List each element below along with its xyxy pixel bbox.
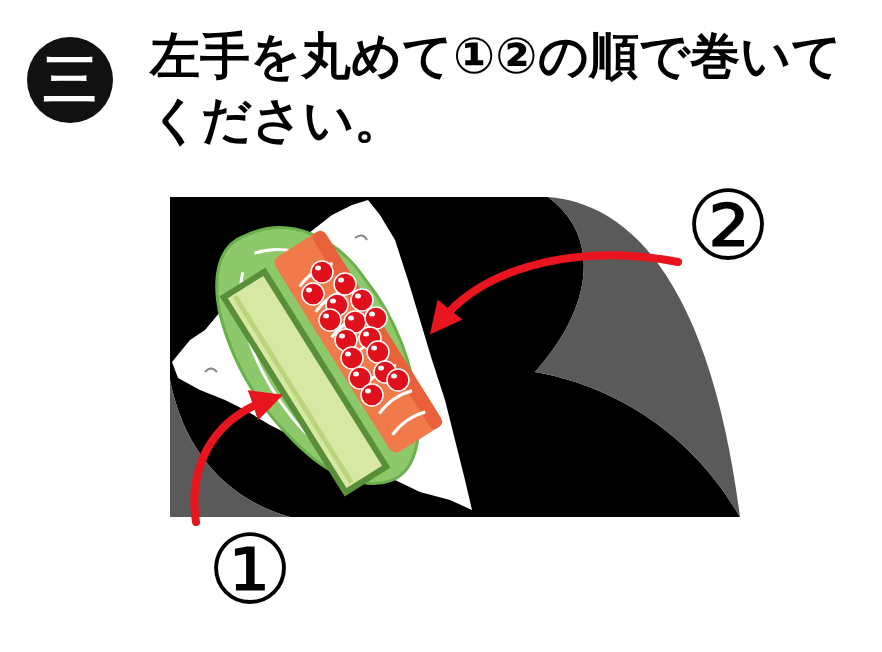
roll-arrow (440, 255, 678, 322)
step-badge: 三 (28, 38, 112, 122)
callout-number: ① (190, 522, 310, 618)
salmon (272, 229, 445, 456)
instruction-title: 左手を丸めて①②の順で巻いて ください。 (150, 24, 870, 152)
callout-number: ② (668, 178, 788, 274)
roll-arrow (194, 400, 268, 522)
lettuce (181, 192, 465, 518)
salmon-roe (302, 261, 409, 406)
badge-circle (27, 37, 113, 123)
